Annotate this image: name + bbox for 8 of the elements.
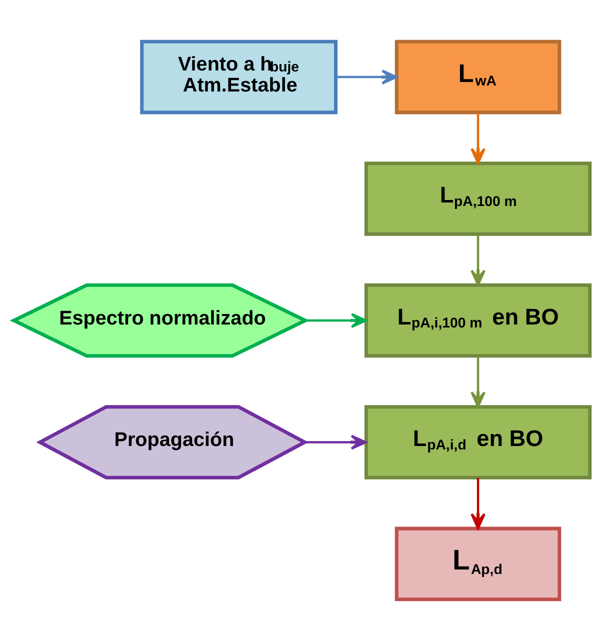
- arrow: [470, 478, 486, 530]
- arrow: [470, 234, 486, 286]
- node-box: Viento a hbuje Atm.Estable: [140, 40, 338, 114]
- arrow: [304, 434, 367, 450]
- arrow: [470, 112, 486, 164]
- arrow: [336, 70, 398, 85]
- arrow: [470, 356, 486, 408]
- arrow: [305, 313, 368, 328]
